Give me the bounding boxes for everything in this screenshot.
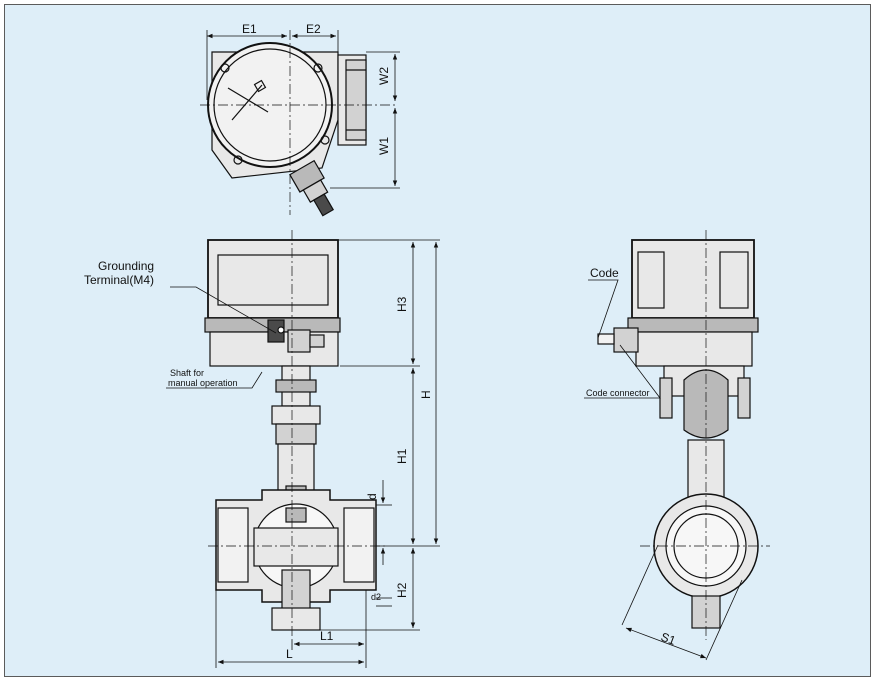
- dim-h1: H1: [395, 448, 409, 464]
- dim-h2: H2: [395, 582, 409, 598]
- dim-s1: S1: [659, 630, 678, 648]
- top-view: [207, 42, 367, 217]
- dim-w2: W2: [377, 67, 391, 85]
- dim-h3: H3: [395, 296, 409, 312]
- dim-l1: L1: [320, 629, 334, 643]
- callout-shaft-line2: manual operation: [168, 378, 238, 388]
- side-view: [597, 239, 759, 629]
- dim-e1: E1: [242, 22, 257, 36]
- callout-grounding-line1: Grounding: [98, 259, 154, 273]
- callout-code-connector: Code connector: [586, 388, 650, 398]
- dim-e2: E2: [306, 22, 321, 36]
- dim-d: d: [365, 493, 379, 500]
- callout-grounding-line2: Terminal(M4): [84, 273, 154, 287]
- dim-w1: W1: [377, 137, 391, 155]
- front-view: [204, 239, 377, 631]
- dim-l: L: [286, 647, 293, 661]
- dim-h: H: [419, 390, 433, 399]
- dim-d2: d2: [371, 592, 381, 602]
- callout-shaft-line1: Shaft for: [170, 368, 204, 378]
- callout-code: Code: [590, 266, 619, 280]
